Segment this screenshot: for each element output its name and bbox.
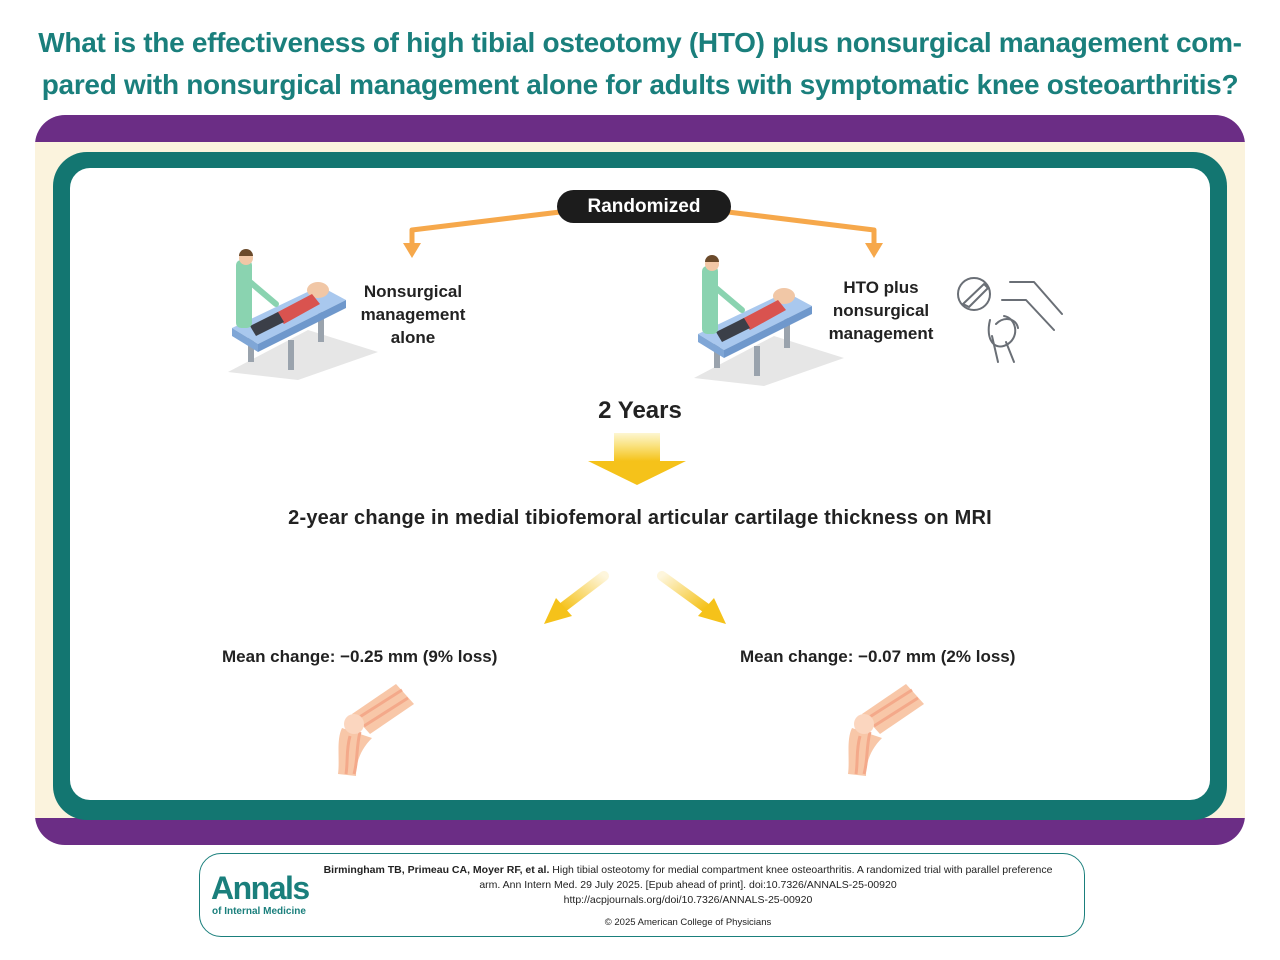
down-arrow-icon [588, 433, 686, 485]
patient-on-table-icon [694, 255, 844, 386]
branch-arrow-right [727, 209, 883, 258]
knee-joint-icon [338, 684, 414, 776]
copyright: © 2025 American College of Physicians [604, 917, 772, 928]
citation-authors: Birmingham TB, Primeau CA, Moyer RF, et … [323, 864, 550, 876]
arm-label-line: management [828, 324, 934, 343]
arm-label-hto: HTO plus nonsurgical management [800, 276, 962, 345]
result-arrow-right [657, 571, 726, 624]
arm-label-line: Nonsurgical [363, 282, 463, 301]
citation-box [199, 853, 1085, 937]
result-arrow-left [544, 571, 609, 624]
result-nonsurgical: Mean change: −0.25 mm (9% loss) [222, 647, 498, 666]
citation-body: High tibial osteotomy for medial compart… [479, 864, 1053, 891]
content-panel [70, 168, 1210, 800]
branch-arrow-left [403, 209, 561, 258]
citation-url[interactable]: http://acpjournals.org/doi/10.7326/ANNAL… [563, 894, 813, 906]
scalpel-knee-icon [957, 277, 1063, 363]
duration-label: 2 Years [598, 397, 682, 424]
citation-text: Birmingham TB, Primeau CA, Moyer RF, et … [318, 863, 1058, 908]
page-title: What is the effectiveness of high tibial… [38, 27, 1242, 100]
patient-on-table-icon [228, 249, 378, 380]
outcome-label: 2-year change in medial tibiofemoral art… [288, 507, 992, 529]
result-hto: Mean change: −0.07 mm (2% loss) [740, 647, 1016, 666]
arm-label-line: HTO plus [843, 278, 919, 297]
journal-logo: Annals [211, 870, 310, 906]
arm-label-line: management [360, 305, 466, 324]
knee-joint-icon [848, 684, 924, 776]
arm-label-line: alone [390, 328, 436, 347]
randomized-label: Randomized [557, 190, 731, 223]
arm-label-line: nonsurgical [832, 301, 930, 320]
arm-label-nonsurgical: Nonsurgical management alone [330, 280, 496, 349]
journal-logo-subtitle: of Internal Medicine [212, 906, 306, 917]
